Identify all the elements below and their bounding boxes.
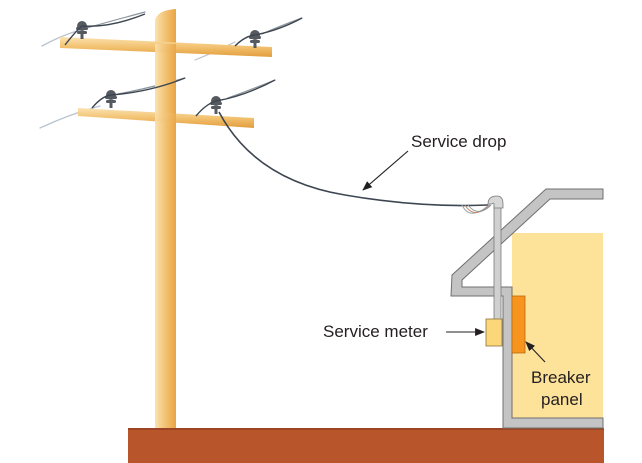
utility-pole xyxy=(60,9,272,428)
house-wall xyxy=(512,233,603,428)
house-frame xyxy=(450,188,604,429)
insulator-icon xyxy=(210,96,222,114)
service-drop-label: Service drop xyxy=(411,132,506,151)
insulator-icon xyxy=(76,21,88,39)
house xyxy=(450,188,604,429)
insulators xyxy=(76,21,261,114)
service-meter-label: Service meter xyxy=(323,322,428,341)
service-mast xyxy=(487,195,504,322)
breaker-panel-label-line2: panel xyxy=(541,390,583,409)
insulator-icon xyxy=(105,90,117,108)
drip-loop xyxy=(461,203,492,214)
service-drop-wire xyxy=(218,111,489,207)
ground-edge xyxy=(128,428,604,430)
insulator-icon xyxy=(249,30,261,48)
breaker-panel xyxy=(511,295,526,354)
breaker-panel-pointer xyxy=(525,341,546,363)
service-drop-pointer xyxy=(362,150,409,191)
service-meter xyxy=(485,318,503,347)
breaker-panel-label-line1: Breaker xyxy=(531,368,591,387)
ground xyxy=(128,428,604,463)
tie-wires xyxy=(64,13,303,117)
weatherhead-icon xyxy=(487,195,504,209)
